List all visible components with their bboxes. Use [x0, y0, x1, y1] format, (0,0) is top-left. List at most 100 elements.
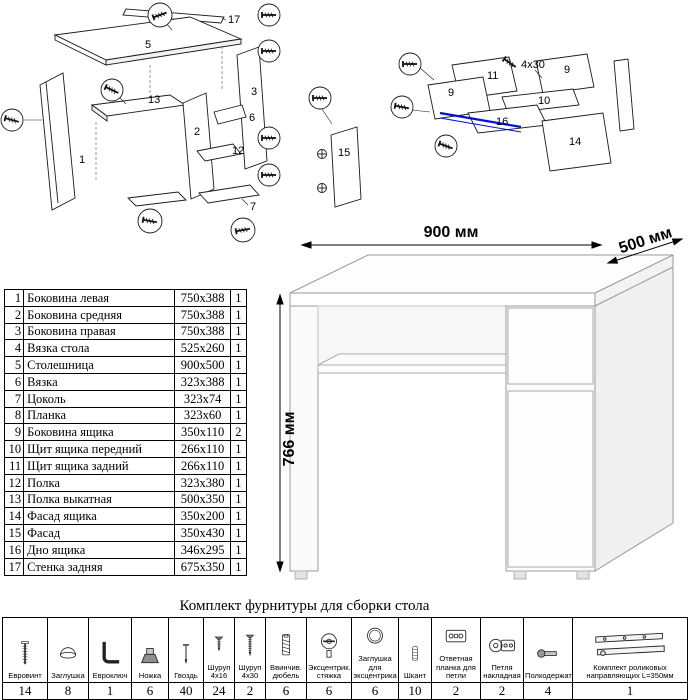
hw-label: Эксцентрик. стяжка: [308, 662, 351, 680]
part-name: Фасад: [23, 524, 176, 542]
part-name: Щит ящика задний: [23, 456, 176, 475]
dowel-icon: [400, 635, 431, 672]
plinth-panel-7: [198, 184, 260, 204]
roller-guides-icon: [574, 627, 687, 664]
part-qty: 1: [229, 339, 248, 358]
part-number: 1: [3, 289, 25, 307]
hw-cell-dowel: Шкант: [398, 617, 432, 683]
part-name: Полка выкатная: [23, 490, 176, 509]
part-name: Боковина правая: [23, 322, 176, 341]
part-name: Щит ящика передний: [23, 440, 176, 458]
part-number: 3: [3, 322, 25, 341]
brace-panel-6: [213, 104, 247, 125]
screw-4x16-icon: [205, 627, 234, 664]
part-name: Дно ящика: [23, 540, 176, 559]
hardware-qty-row: 14 8 1 6 40 24 2 6 6 6 10 2 2 4 1: [2, 681, 688, 700]
part-number: 9: [3, 423, 25, 442]
part-size: 900x500: [174, 356, 231, 374]
hw-cell-hinge: Петля накладная: [480, 617, 524, 683]
leg-icon: [133, 635, 168, 672]
cabinet-right-side: [594, 266, 674, 572]
part-label-1: 1: [79, 154, 85, 166]
part-number: 15: [3, 524, 25, 542]
part-qty: 2: [229, 423, 248, 442]
part-name: Боковина ящика: [23, 423, 176, 442]
facade-panel-15: [330, 126, 362, 208]
hw-qty: 6: [306, 681, 352, 700]
hardware-kit-table: Евровинт Заглушка Евроключ: [2, 617, 688, 700]
part-number: 6: [3, 372, 25, 391]
part-qty: 1: [229, 524, 248, 542]
nail-icon: [170, 635, 203, 672]
desk-left-panel: [289, 305, 319, 572]
hardware-kit-title: Комплект фурнитуры для сборки стола: [179, 598, 430, 614]
hinge-icon: [482, 627, 523, 664]
hw-qty: 24: [203, 681, 235, 700]
hw-qty: 10: [398, 681, 432, 700]
hw-label: Комплект роликовых направляющих L=350мм: [586, 662, 674, 680]
hw-cell-shelf-support: Полкодержатель: [523, 617, 573, 683]
shelf-panel-12: [196, 143, 242, 162]
assembly-guide-lines: [95, 46, 223, 180]
cam-cap-icon: [353, 618, 398, 655]
cap-icon: [49, 635, 88, 672]
part-qty: 1: [229, 540, 248, 559]
hw-qty: 2: [480, 681, 524, 700]
hw-cell-hexkey: Евроключ: [88, 617, 132, 683]
middle-panel-2: [182, 92, 215, 200]
cabinet-drawer-front: [507, 307, 594, 385]
part-number: 13: [3, 490, 25, 509]
hw-label: Шуруп 4x30: [238, 662, 262, 680]
height-dimension-label: 766 мм: [281, 412, 298, 467]
cam-lock-icon: [308, 627, 351, 664]
part-name: Планка: [23, 406, 176, 425]
part-size: 350x430: [174, 524, 231, 542]
part-qty: 1: [229, 356, 248, 374]
part-qty: 1: [229, 456, 248, 475]
part-size: 346x295: [174, 540, 231, 559]
hw-cell-screw-4x16: Шуруп 4x16: [203, 617, 235, 683]
part-number: 17: [3, 557, 25, 576]
part-name: Столешница: [23, 356, 176, 374]
part-label-6: 6: [249, 112, 255, 124]
hardware-kit-section: Комплект фурнитуры для сборки стола Евро…: [2, 598, 688, 700]
part-label-13: 13: [148, 94, 160, 106]
part-qty: 1: [229, 406, 248, 425]
drawer-side-panel-9-right: [535, 53, 595, 95]
euroscrew-icon: [4, 635, 47, 672]
part-label-12: 12: [232, 145, 244, 157]
hw-qty: 1: [88, 681, 132, 700]
part-label-17: 17: [228, 14, 240, 26]
dimension-lines: [276, 238, 684, 573]
part-size: 500x350: [174, 490, 231, 509]
part-size: 266x110: [174, 440, 231, 458]
hardware-icon-row: Евровинт Заглушка Евроключ: [2, 617, 688, 683]
part-size: 266x110: [174, 456, 231, 475]
hw-label: Полкодержатель: [525, 671, 572, 680]
part-name: Полка: [23, 473, 176, 492]
desk-feet: [294, 570, 590, 580]
part-qty: 1: [229, 372, 248, 391]
hw-label: Гвоздь: [174, 671, 198, 680]
hw-qty: 6: [351, 681, 399, 700]
hw-qty: 6: [265, 681, 307, 700]
screw-size-note: 4x30: [521, 59, 545, 71]
part-qty: 1: [229, 289, 248, 307]
small-drawer-box: [127, 191, 187, 207]
drawer-slide-rail: [439, 111, 522, 133]
hw-qty: 2: [234, 681, 266, 700]
hw-label: Шкант: [403, 671, 427, 680]
part-number: 10: [3, 440, 25, 458]
part-size: 525x260: [174, 339, 231, 358]
desk-top: [289, 254, 674, 307]
part-size: 750x388: [174, 322, 231, 341]
part-label-2: 2: [194, 126, 200, 138]
